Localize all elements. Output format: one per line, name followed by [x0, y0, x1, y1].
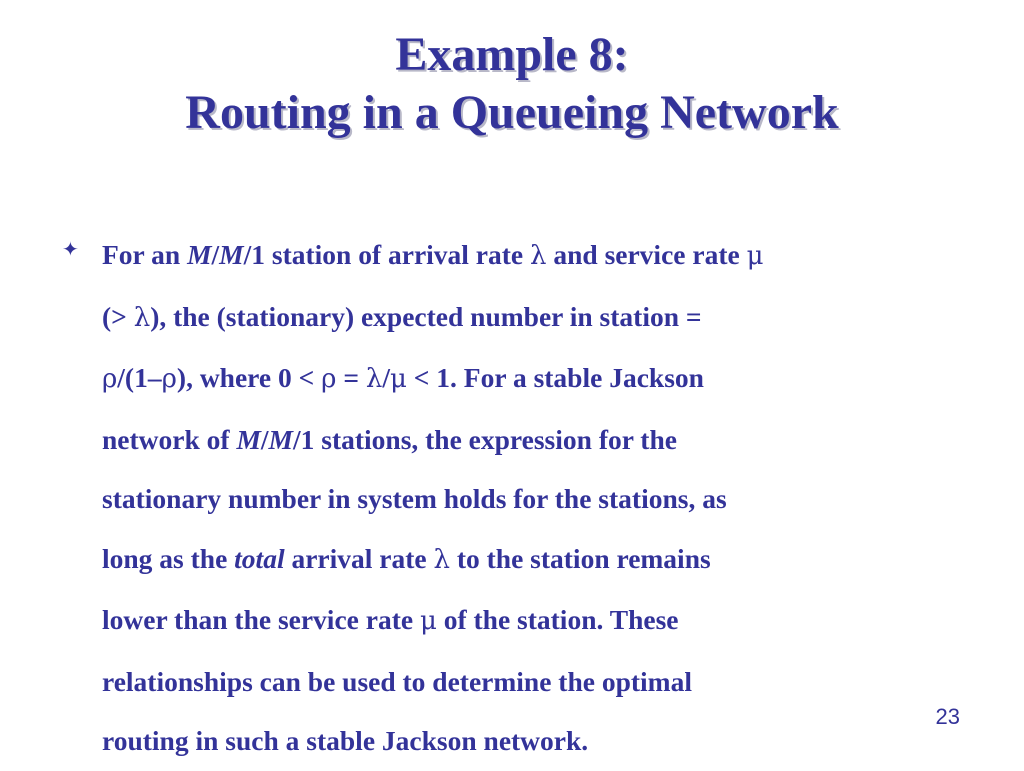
bullet-line: network of M/M/1 stations, the expressio…	[102, 410, 962, 470]
italic-text: M	[236, 423, 261, 455]
greek-symbol: λ	[365, 364, 383, 394]
text-segment: /	[260, 423, 269, 455]
text-segment: /	[382, 362, 390, 393]
text-segment: /1 station of arrival rate	[243, 239, 530, 270]
text-segment: relationships can be used to determine t…	[102, 665, 692, 697]
four-pointed-star-icon: ✦	[62, 237, 79, 261]
greek-symbol: μ	[746, 241, 764, 271]
bullet-line: relationships can be used to determine t…	[102, 652, 962, 712]
greek-symbol: μ	[419, 606, 437, 636]
greek-symbol: μ	[389, 364, 407, 394]
bullet-line: (> λ), the (stationary) expected number …	[102, 287, 962, 349]
text-segment: stationary number in system holds for th…	[102, 483, 727, 514]
text-segment: =	[336, 362, 366, 393]
text-segment: < 1. For a stable Jackson	[406, 362, 704, 393]
text-segment: For an	[102, 239, 188, 270]
text-segment: arrival rate	[284, 542, 434, 574]
greek-symbol: ρ	[161, 364, 177, 394]
greek-symbol: λ	[433, 544, 450, 575]
text-segment: /(1–	[117, 362, 162, 393]
italic-text: M	[268, 423, 293, 455]
bullet-line: For an M/M/1 station of arrival rate λ a…	[102, 225, 962, 287]
text-segment: ), where 0 <	[176, 362, 322, 393]
italic-text: M	[187, 239, 212, 270]
greek-symbol: λ	[133, 302, 151, 333]
text-segment: (>	[102, 300, 134, 332]
text-segment: ), the (stationary) expected number in s…	[150, 300, 702, 332]
text-segment: to the station remains	[449, 542, 711, 574]
greek-symbol: λ	[530, 241, 547, 271]
text-segment: network of	[102, 423, 237, 455]
bullet-text: For an M/M/1 station of arrival rate λ a…	[102, 225, 962, 771]
text-segment: /1 stations, the expression for the	[292, 423, 677, 455]
italic-text: total	[234, 542, 285, 574]
greek-symbol: ρ	[102, 364, 118, 394]
text-segment: routing in such a stable Jackson network…	[102, 725, 589, 756]
text-segment: and service rate	[546, 239, 747, 270]
greek-symbol: ρ	[321, 364, 337, 394]
text-segment: lower than the service rate	[102, 604, 420, 635]
bullet-line: lower than the service rate μ of the sta…	[102, 590, 962, 652]
bullet-line: long as the total arrival rate λ to the …	[102, 529, 962, 591]
bullet-line: ρ/(1–ρ), where 0 < ρ = λ/μ < 1. For a st…	[102, 348, 962, 410]
bullet-line: routing in such a stable Jackson network…	[102, 711, 962, 771]
text-segment: of the station. These	[436, 604, 679, 635]
title-line-1: Example 8:	[395, 28, 629, 81]
page-number: 23	[935, 704, 960, 729]
slide-title: Example 8: Routing in a Queueing Network	[0, 26, 1024, 142]
bullet-line: stationary number in system holds for th…	[102, 469, 962, 529]
title-line-2: Routing in a Queueing Network	[185, 86, 839, 139]
italic-text: M	[219, 239, 244, 270]
text-segment: long as the	[102, 542, 235, 574]
text-segment: /	[211, 239, 220, 270]
